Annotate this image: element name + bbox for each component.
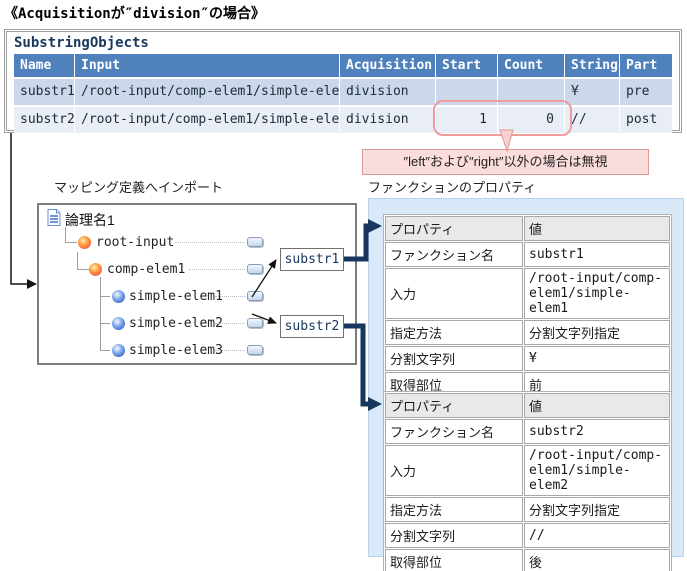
cell-acquisition: division	[340, 79, 436, 105]
value-column-header: 値	[524, 393, 670, 418]
cell-start: 1	[436, 107, 498, 133]
tree-connector	[65, 227, 77, 243]
tree-node-label: simple-elem3	[129, 343, 223, 358]
property-value: /root-input/comp-elem1/simple-elem2	[524, 445, 670, 496]
cell-input: /root-input/comp-elem1/simple-elem1	[75, 79, 340, 105]
function-box-substr1: substr1	[280, 248, 344, 271]
output-port-icon	[247, 291, 263, 301]
property-value: 分割文字列指定	[524, 320, 670, 345]
property-row: 取得部位 後	[385, 549, 670, 571]
column-header-start: Start	[436, 54, 498, 77]
substring-objects-box: SubstringObjects Name Input Acquisition …	[4, 29, 682, 133]
output-port-icon	[247, 237, 263, 247]
tree-connector	[77, 252, 89, 270]
cell-input: /root-input/comp-elem1/simple-elem2	[75, 107, 340, 133]
property-column-header: プロパティ	[385, 393, 523, 418]
property-name: 入力	[385, 445, 523, 496]
property-name: ファンクション名	[385, 419, 523, 444]
cell-part: post	[620, 107, 672, 133]
tree-node-label: comp-elem1	[107, 262, 186, 277]
property-column-header: プロパティ	[385, 216, 523, 241]
property-name: 指定方法	[385, 497, 523, 522]
simple-element-icon	[112, 317, 125, 330]
column-header-name: Name	[14, 54, 75, 77]
table-to-tree-arrowhead	[27, 279, 37, 289]
tree-connector	[100, 277, 101, 350]
property-value: substr2	[524, 419, 670, 444]
node-port-link	[215, 296, 245, 297]
complex-element-icon	[89, 263, 102, 276]
cell-part: pre	[620, 79, 672, 105]
property-value: 後	[524, 549, 670, 571]
cell-name: substr1	[14, 79, 75, 105]
property-value: ¥	[524, 346, 670, 371]
mapping-import-label: マッピング定義へインポート	[54, 180, 224, 195]
property-name: 分割文字列	[385, 523, 523, 548]
simple-element-icon	[112, 344, 125, 357]
property-table-substr2: プロパティ 値 ファンクション名 substr2 入力 /root-input/…	[383, 391, 672, 571]
tree-root-label: 論理名1	[65, 212, 115, 228]
tree-node-label: simple-elem1	[129, 289, 223, 304]
property-value: /root-input/comp-elem1/simple-elem1	[524, 268, 670, 319]
start-count-highlight	[433, 100, 572, 136]
property-row: ファンクション名 substr1	[385, 242, 670, 267]
node-port-link	[215, 350, 245, 351]
property-table-header: プロパティ 値	[385, 393, 670, 418]
property-row: 指定方法 分割文字列指定	[385, 497, 670, 522]
output-port-icon	[247, 318, 263, 328]
property-value: substr1	[524, 242, 670, 267]
property-name: 取得部位	[385, 549, 523, 571]
table-row: substr1 /root-input/comp-elem1/simple-el…	[14, 77, 672, 105]
cell-acquisition: division	[340, 107, 436, 133]
property-row: 入力 /root-input/comp-elem1/simple-elem1	[385, 268, 670, 319]
substring-objects-label: SubstringObjects	[14, 35, 149, 51]
column-header-string: String	[565, 54, 620, 77]
function-properties-label: ファンクションのプロパティ	[368, 180, 537, 195]
table-row: substr2 /root-input/comp-elem1/simple-el…	[14, 105, 672, 133]
tree-node-label: simple-elem2	[129, 316, 223, 331]
mapping-tree-box: 論理名1 root-input comp-elem1 simple-elem1 …	[37, 203, 357, 365]
property-value: 分割文字列指定	[524, 497, 670, 522]
tree-node-label: root-input	[96, 235, 175, 250]
simple-element-icon	[112, 290, 125, 303]
property-row: 分割文字列 ¥	[385, 346, 670, 371]
node-port-link	[189, 269, 245, 270]
document-icon	[47, 209, 61, 226]
cell-string: //	[565, 107, 620, 133]
node-port-link	[215, 323, 245, 324]
property-table-substr1: プロパティ 値 ファンクション名 substr1 入力 /root-input/…	[383, 214, 672, 399]
tree-connector	[100, 323, 110, 324]
cell-string: ¥	[565, 79, 620, 105]
cell-name: substr2	[14, 107, 75, 133]
complex-element-icon	[78, 236, 91, 249]
tree-connector	[100, 296, 110, 297]
table-header-row: Name Input Acquisition Start Count Strin…	[14, 54, 672, 77]
table-to-tree-connector	[10, 133, 27, 285]
property-row: ファンクション名 substr2	[385, 419, 670, 444]
value-column-header: 値	[524, 216, 670, 241]
property-value: //	[524, 523, 670, 548]
property-row: 分割文字列 //	[385, 523, 670, 548]
tree-connector	[100, 350, 110, 351]
property-name: ファンクション名	[385, 242, 523, 267]
cell-count: 0	[498, 107, 565, 133]
node-port-link	[175, 242, 245, 243]
property-name: 分割文字列	[385, 346, 523, 371]
page-title: 《Acquisitionが″division″の場合》	[4, 6, 266, 22]
property-row: 入力 /root-input/comp-elem1/simple-elem2	[385, 445, 670, 496]
property-row: 指定方法 分割文字列指定	[385, 320, 670, 345]
output-port-icon	[247, 264, 263, 274]
callout-note: ″left″および″right″以外の場合は無視	[362, 149, 649, 175]
column-header-acquisition: Acquisition	[340, 54, 436, 77]
substring-objects-table: Name Input Acquisition Start Count Strin…	[14, 54, 672, 133]
column-header-input: Input	[75, 54, 340, 77]
function-box-substr2: substr2	[280, 315, 344, 338]
property-name: 指定方法	[385, 320, 523, 345]
column-header-count: Count	[498, 54, 565, 77]
property-name: 入力	[385, 268, 523, 319]
property-table-header: プロパティ 値	[385, 216, 670, 241]
output-port-icon	[247, 345, 263, 355]
column-header-part: Part	[620, 54, 672, 77]
